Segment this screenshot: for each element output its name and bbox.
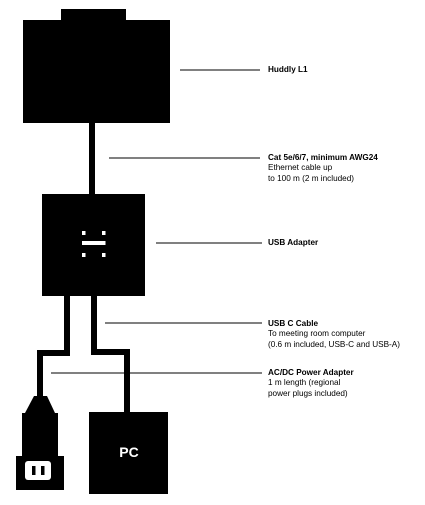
huddly-l1-camera: [23, 9, 170, 123]
label-ethernet-title: Cat 5e/6/7, minimum AWG24: [268, 153, 378, 162]
label-usb-c-title: USB C Cable: [268, 319, 319, 328]
label-power: AC/DC Power Adapter 1 m length (regional…: [268, 368, 354, 399]
label-ethernet: Cat 5e/6/7, minimum AWG24 Ethernet cable…: [268, 153, 378, 184]
usb-adapter-box: [42, 194, 145, 296]
label-usb-adapter-title: USB Adapter: [268, 238, 319, 247]
label-power-line2: power plugs included): [268, 388, 348, 398]
label-ethernet-line1: Ethernet cable up: [268, 163, 333, 173]
pc-label: PC: [119, 444, 139, 460]
label-usb-adapter: USB Adapter: [268, 238, 318, 248]
label-ethernet-line2: to 100 m (2 m included): [268, 173, 355, 183]
power-plug-icon: [16, 396, 64, 490]
label-power-title: AC/DC Power Adapter: [268, 368, 354, 377]
label-power-line1: 1 m length (regional: [268, 378, 341, 388]
label-usb-c: USB C Cable To meeting room computer (0.…: [268, 319, 400, 350]
label-usb-c-line2: (0.6 m included, USB-C and USB-A): [268, 339, 400, 349]
label-huddly-l1: Huddly L1: [268, 65, 308, 75]
ethernet-cable: [89, 122, 95, 196]
label-huddly-l1-title: Huddly L1: [268, 65, 308, 74]
pc-box: [89, 412, 168, 494]
adapter-logo-icon: [82, 231, 106, 257]
usb-c-cable: [91, 296, 130, 414]
power-cable: [37, 296, 70, 398]
label-usb-c-line1: To meeting room computer: [268, 329, 366, 339]
